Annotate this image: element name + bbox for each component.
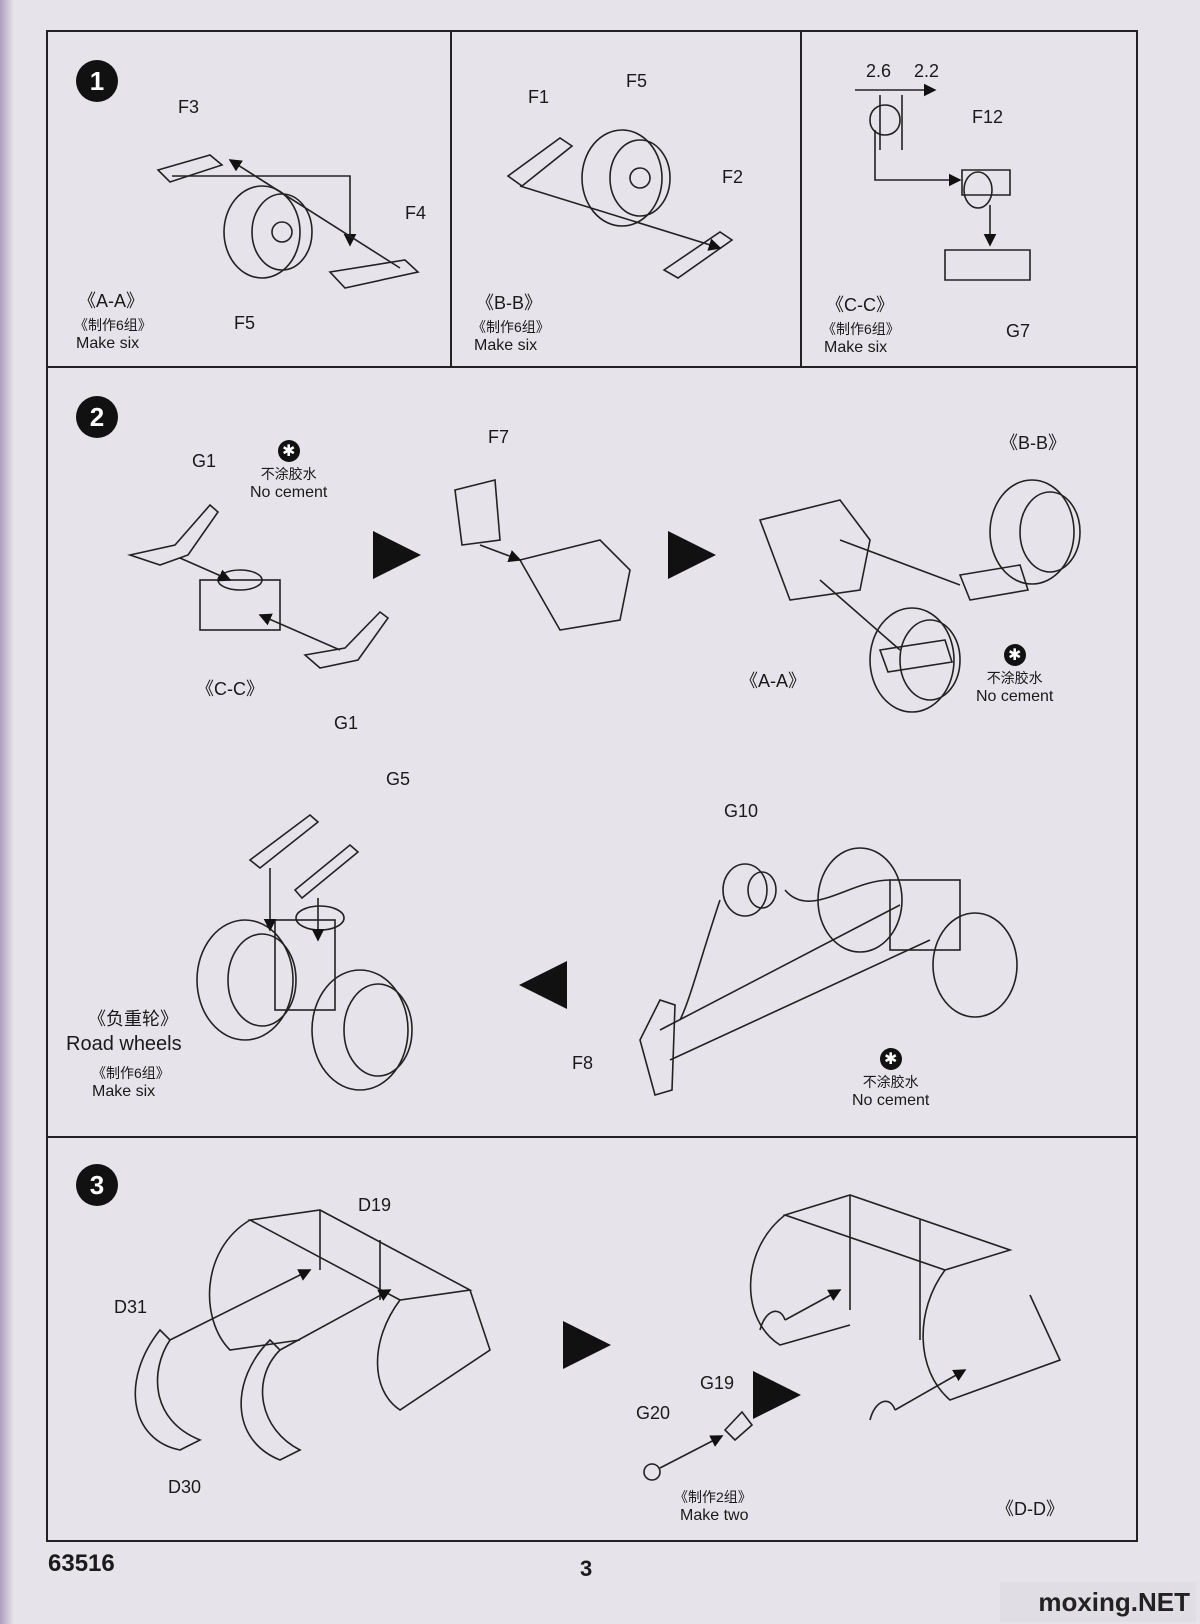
part-label-d30: D30	[168, 1477, 202, 1497]
part-label-f8: F8	[572, 1053, 594, 1073]
part-label-g1-top: G1	[192, 451, 217, 471]
step3-en-note: Make two	[680, 1507, 749, 1524]
part-label-f5-b: F5	[626, 71, 648, 91]
subassembly-cc-label: 《C-C》	[826, 295, 894, 315]
step1-number: 1	[76, 60, 118, 102]
step1-b-cn-note: 《制作6组》	[472, 319, 550, 335]
no-cement-icon-2: ✱	[1003, 644, 1026, 666]
step1-c-cn-note: 《制作6组》	[822, 321, 900, 337]
no-cement-icon-3: ✱	[879, 1048, 902, 1070]
subassembly-bb-label: 《B-B》	[476, 293, 543, 313]
part-label-g1-bottom: G1	[334, 713, 359, 733]
part-label-f1: F1	[528, 87, 550, 107]
page-number: 3	[580, 1556, 593, 1581]
site-watermark: moxing.NET	[1000, 1582, 1196, 1622]
dimension-2-2: 2.2	[914, 61, 940, 81]
dimension-2-6: 2.6	[866, 61, 892, 81]
part-label-g5: G5	[386, 769, 411, 789]
step1-b-en-note: Make six	[474, 337, 538, 354]
subassembly-dd-label: 《D-D》	[996, 1499, 1064, 1519]
step3-number: 3	[76, 1164, 118, 1206]
no-cement-en-3: No cement	[852, 1092, 930, 1109]
part-label-d31: D31	[114, 1297, 148, 1317]
subassembly-cc-label-step2: 《C-C》	[196, 679, 264, 699]
part-label-g20: G20	[636, 1403, 671, 1423]
part-label-g7: G7	[1006, 321, 1031, 341]
step1-c-en-note: Make six	[824, 339, 888, 356]
subassembly-aa-label-step2: 《A-A》	[740, 671, 807, 691]
subassembly-aa-label: 《A-A》	[78, 291, 145, 311]
road-wheels-title-en: Road wheels	[66, 1033, 182, 1055]
no-cement-note-3: ✱ 不涂胶水 No cement	[852, 1048, 929, 1110]
no-cement-note-1: ✱ 不涂胶水 No cement	[250, 440, 327, 502]
step1-a-en-note: Make six	[76, 335, 140, 352]
scan-edge-shadow	[0, 0, 14, 1624]
step3-cn-note: 《制作2组》	[674, 1489, 752, 1505]
part-label-g19: G19	[700, 1373, 735, 1393]
no-cement-note-2: ✱ 不涂胶水 No cement	[976, 644, 1053, 706]
road-wheels-title-cn: 《负重轮》	[88, 1009, 178, 1029]
no-cement-cn-2: 不涂胶水	[986, 670, 1043, 686]
part-label-d19: D19	[358, 1195, 392, 1215]
road-wheels-cn-note: 《制作6组》	[92, 1065, 170, 1081]
part-label-f2: F2	[722, 167, 744, 187]
no-cement-icon: ✱	[277, 440, 300, 462]
no-cement-cn-3: 不涂胶水	[862, 1074, 919, 1090]
step2-number: 2	[76, 396, 118, 438]
no-cement-en: No cement	[250, 484, 328, 501]
kit-code: 63516	[48, 1550, 115, 1577]
part-label-g10: G10	[724, 801, 759, 821]
part-label-f7: F7	[488, 427, 510, 447]
part-label-f5: F5	[234, 313, 256, 333]
part-label-f12: F12	[972, 107, 1004, 127]
a-wheel	[223, 185, 301, 279]
part-label-f4: F4	[405, 203, 427, 223]
step3-frame	[46, 1136, 1138, 1542]
part-label-f3: F3	[178, 97, 200, 117]
step1-a-cn-note: 《制作6组》	[74, 317, 152, 333]
road-wheels-en-note: Make six	[92, 1083, 156, 1100]
no-cement-en-2: No cement	[976, 688, 1054, 705]
no-cement-cn: 不涂胶水	[260, 466, 317, 482]
subassembly-bb-label-step2: 《B-B》	[1000, 433, 1067, 453]
